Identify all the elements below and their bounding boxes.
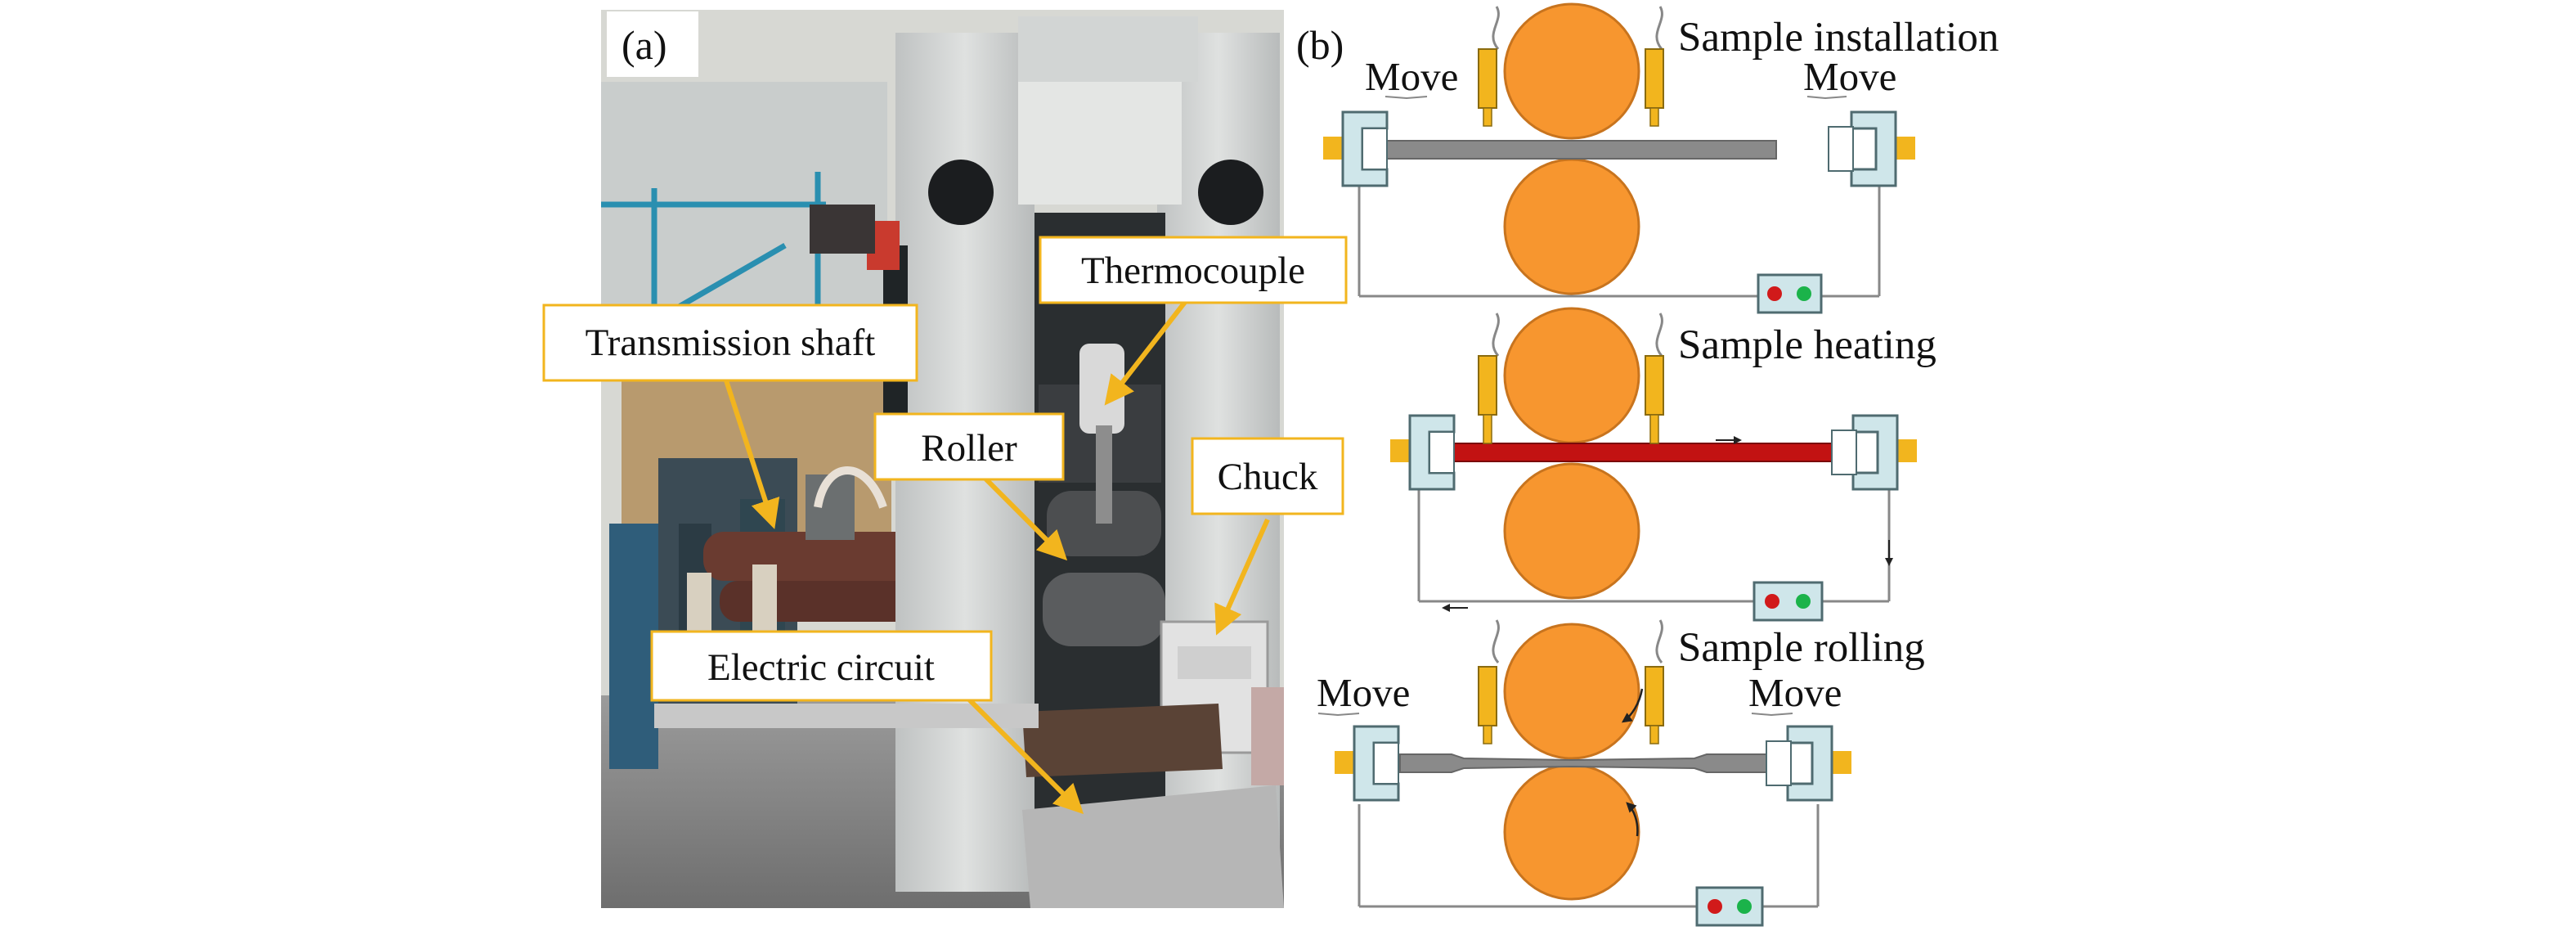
- indicator-red-icon: [1767, 286, 1782, 301]
- step-heating: Sample heating: [1390, 307, 1936, 622]
- arrow-chuck: [1214, 518, 1270, 636]
- step-installation: Move Move Sample installation: [1323, 2, 1999, 314]
- move-label-left-3: Move: [1317, 670, 1410, 715]
- indicator-green-icon: [1797, 286, 1811, 301]
- panel-b-label: (b): [1296, 22, 1344, 68]
- panel-a-label-bg: [607, 11, 698, 77]
- electrode-right-2: [1645, 355, 1664, 444]
- arrow-roller: [979, 472, 1068, 561]
- electrode-right-1: [1645, 48, 1664, 127]
- move-bracket-right-1: [1806, 96, 1847, 100]
- svg-text:Roller: Roller: [921, 427, 1017, 470]
- chuck-left-3: [1335, 725, 1400, 802]
- upper-roller-1: [1503, 2, 1640, 140]
- lower-roller-2: [1503, 462, 1640, 600]
- upper-roller-3: [1503, 623, 1640, 760]
- step-rolling: Move Move Sample rolling: [1317, 619, 1925, 927]
- callout-thermocouple: Thermocouple: [1039, 236, 1348, 304]
- indicator-red-icon: [1708, 899, 1722, 914]
- move-bracket-right-3: [1751, 713, 1793, 717]
- power-supply-1: [1757, 273, 1823, 314]
- indicator-green-icon: [1796, 594, 1811, 609]
- power-supply-3: [1695, 886, 1764, 927]
- svg-text:Transmission shaft: Transmission shaft: [586, 322, 876, 364]
- step-label-heating: Sample heating: [1678, 322, 1936, 368]
- lower-roller-3: [1503, 763, 1640, 901]
- photo-sample-bar: [654, 704, 1284, 908]
- sample-bar-2: [1443, 443, 1845, 462]
- electrode-left-2: [1478, 355, 1497, 444]
- step-label-rolling: Sample rolling: [1678, 625, 1925, 671]
- electrode-right-3: [1645, 666, 1664, 744]
- wiring-1: [1358, 6, 1881, 298]
- callout-arrows: [724, 299, 1270, 815]
- arrow-thermocouple: [1104, 299, 1188, 406]
- panel-a-label: (a): [622, 22, 667, 68]
- move-label-left-1: Move: [1365, 54, 1458, 99]
- move-label-right-1: Move: [1803, 54, 1896, 99]
- move-bracket-left-1: [1384, 96, 1428, 100]
- chuck-left-2: [1390, 414, 1456, 491]
- move-label-right-3: Move: [1748, 670, 1842, 715]
- chuck-right-2: [1831, 414, 1917, 491]
- rotation-arrow-lower-icon: [1626, 802, 1639, 837]
- indicator-green-icon: [1737, 899, 1752, 914]
- svg-text:Thermocouple: Thermocouple: [1081, 250, 1305, 292]
- lower-roller-1: [1503, 158, 1640, 295]
- power-supply-2: [1752, 581, 1824, 622]
- current-flow-arrows: [1442, 436, 1893, 612]
- svg-text:Chuck: Chuck: [1218, 456, 1318, 498]
- callout-chuck: Chuck: [1191, 437, 1344, 515]
- arrow-transmission-shaft: [724, 380, 780, 529]
- step-label-installation: Sample installation: [1678, 15, 1999, 61]
- callout-roller: Roller: [873, 412, 1065, 481]
- callout-electric-circuit: Electric circuit: [650, 630, 993, 702]
- move-bracket-left-3: [1317, 713, 1360, 717]
- upper-roller-2: [1503, 307, 1640, 444]
- electrode-left-3: [1478, 666, 1497, 744]
- indicator-red-icon: [1765, 594, 1779, 609]
- svg-text:Electric circuit: Electric circuit: [707, 646, 935, 689]
- callout-transmission-shaft: Transmission shaft: [542, 304, 918, 382]
- rotation-arrow-upper-icon: [1621, 688, 1644, 723]
- chuck-right-3: [1766, 725, 1851, 802]
- arrow-electric-circuit: [963, 693, 1084, 815]
- wiring-3: [1358, 619, 1820, 908]
- electrode-left-1: [1478, 48, 1497, 127]
- chuck-left-1: [1323, 110, 1389, 187]
- chuck-right-1: [1828, 110, 1915, 187]
- sample-bar-1: [1385, 140, 1777, 160]
